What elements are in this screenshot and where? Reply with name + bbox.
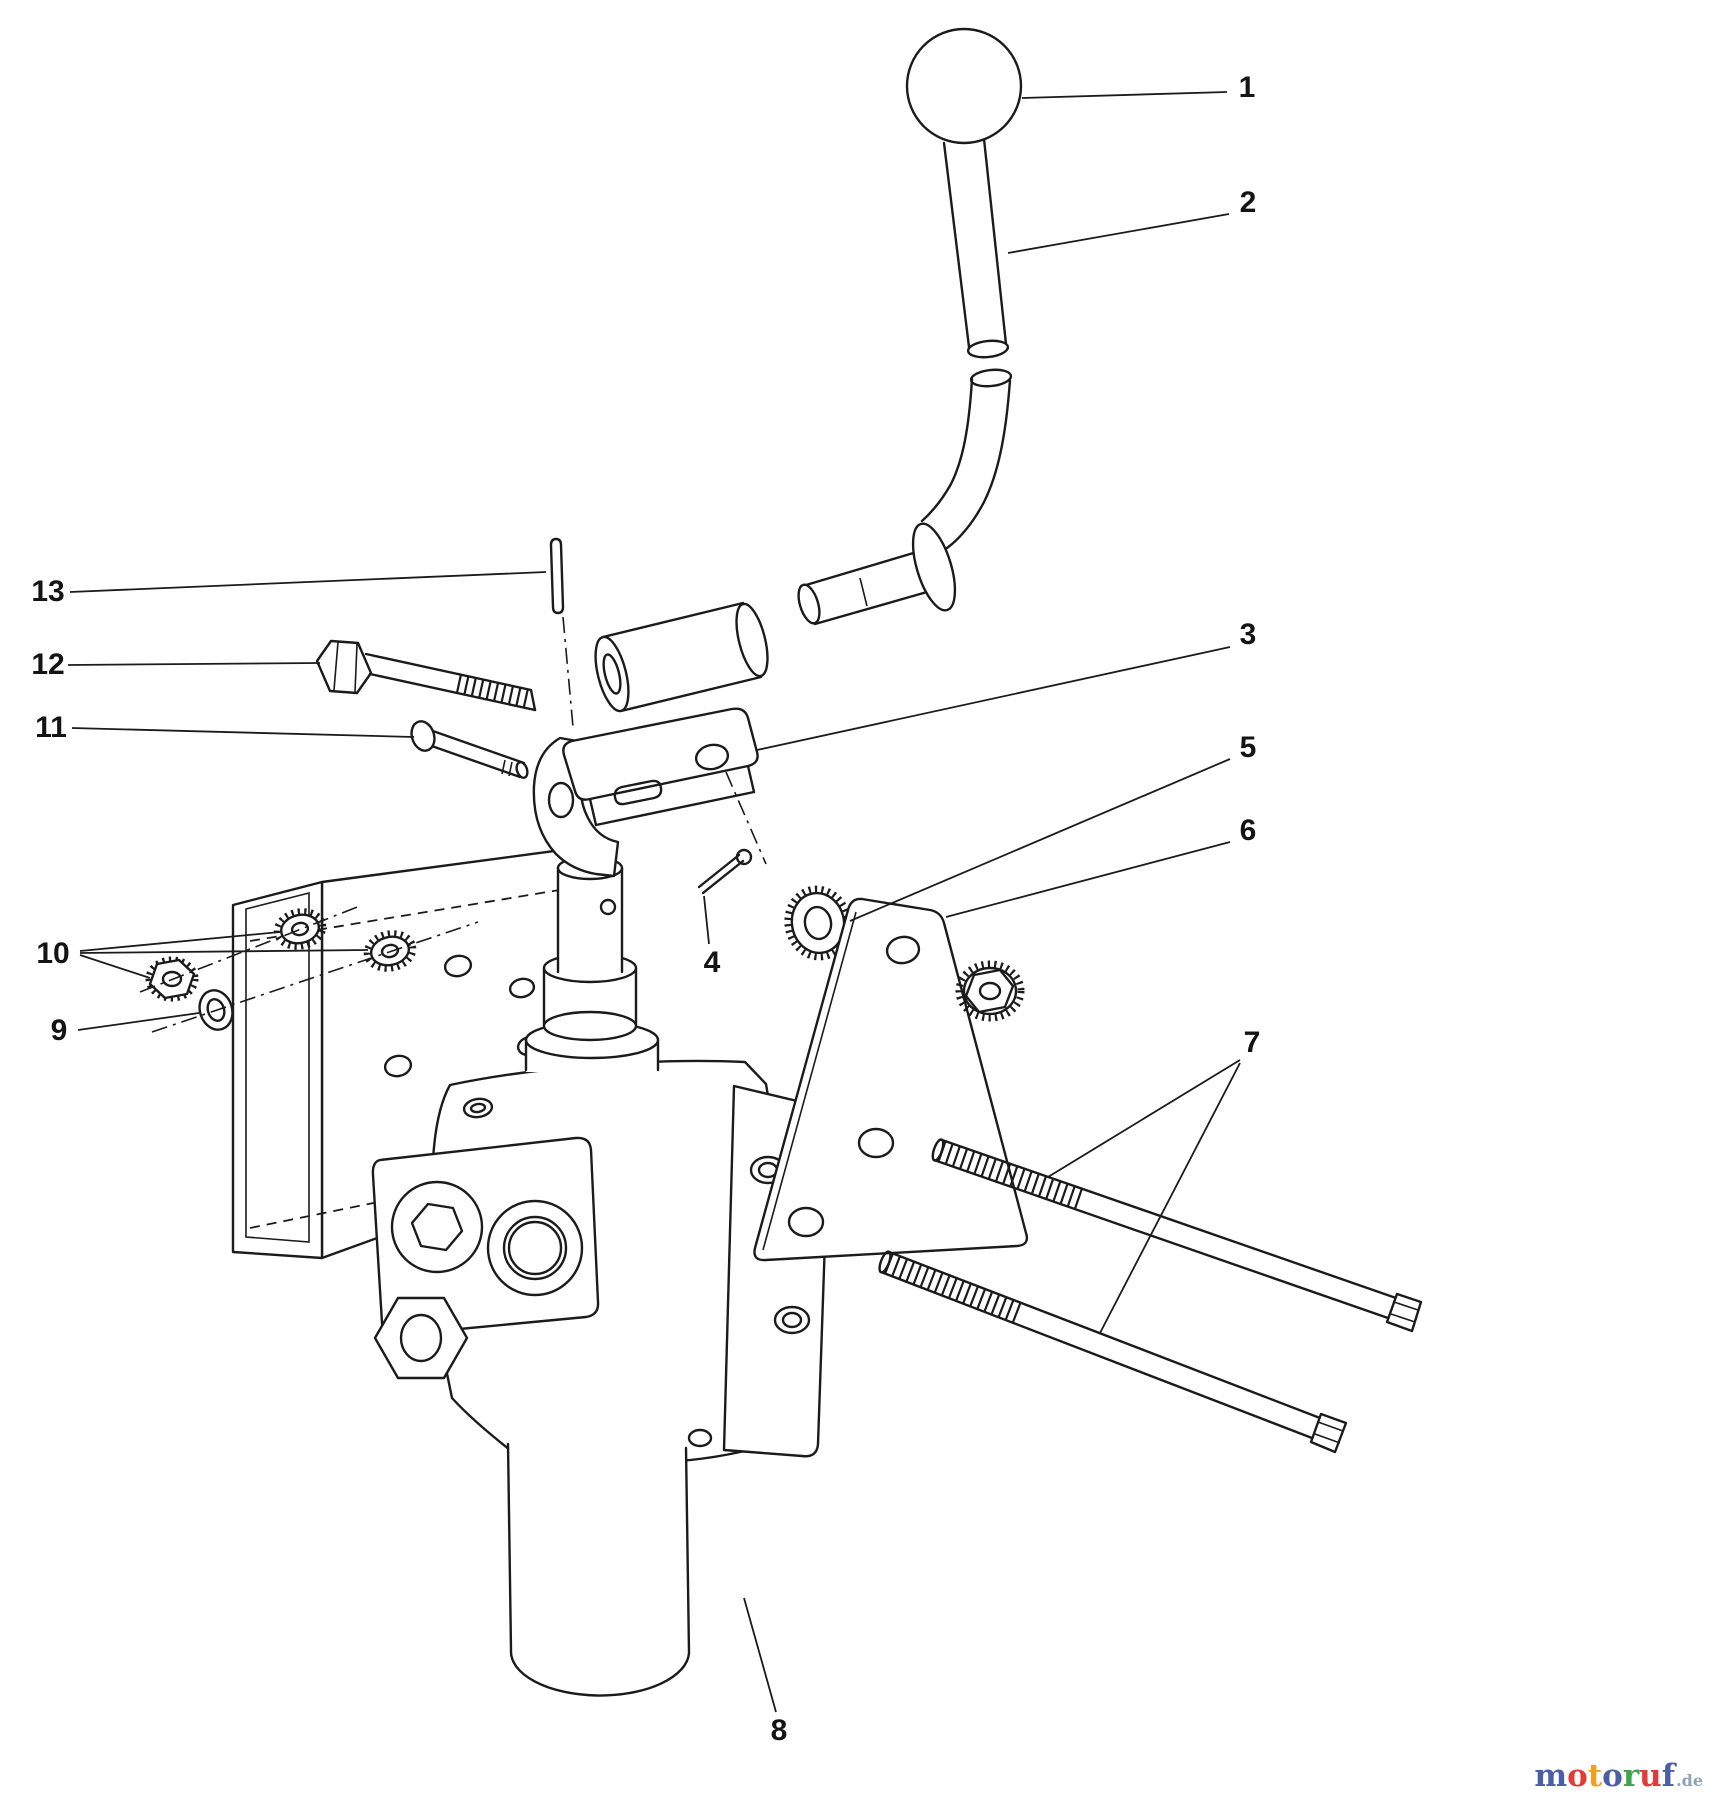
- valve-spool-stem: [524, 855, 660, 1072]
- callout-10: 10: [36, 931, 369, 979]
- callout-12-label: 12: [31, 648, 64, 681]
- shift-lever: [797, 27, 1023, 626]
- hex-bolt-long: [931, 1138, 1423, 1333]
- callout-2: 2: [1007, 186, 1257, 254]
- callout-7: 7: [1047, 1026, 1261, 1334]
- watermark-letter: u: [1639, 1758, 1662, 1794]
- clevis-bolt: [410, 720, 529, 779]
- lever-knob-ball: [905, 27, 1023, 145]
- callout-1: 1: [1021, 71, 1256, 104]
- lever-collar: [911, 522, 957, 612]
- callout-12: 12: [31, 648, 321, 681]
- watermark-tld: .de: [1676, 1771, 1703, 1790]
- callout-8: 8: [743, 1597, 788, 1747]
- watermark-letter: o: [1602, 1758, 1623, 1794]
- callout-2-label: 2: [1240, 186, 1257, 219]
- callout-13-label: 13: [31, 575, 64, 608]
- callout-1-label: 1: [1239, 71, 1256, 104]
- callout-4: 4: [703, 895, 721, 979]
- watermark-letter: r: [1622, 1758, 1640, 1794]
- hex-bolt: [315, 639, 537, 712]
- callout-10-label: 10: [36, 937, 69, 970]
- watermark-letter: t: [1587, 1758, 1603, 1794]
- callout-5-label: 5: [1240, 731, 1257, 764]
- callouts: 1 2 3 4 5 6 7 8: [31, 71, 1260, 1747]
- callout-3: 3: [756, 618, 1257, 751]
- cotter-pin: [697, 848, 753, 895]
- watermark-letter: f: [1661, 1758, 1676, 1794]
- callout-6: 6: [945, 814, 1257, 918]
- callout-5: 5: [849, 731, 1257, 922]
- callout-3-label: 3: [1240, 618, 1257, 651]
- pivot-link-assembly: [532, 601, 769, 878]
- callout-4-label: 4: [704, 946, 721, 979]
- hex-bolt-long: [878, 1250, 1348, 1454]
- watermark-logo[interactable]: motoruf.de: [1534, 1761, 1703, 1792]
- callout-13: 13: [31, 571, 547, 608]
- watermark-letter: o: [1567, 1758, 1588, 1794]
- watermark-letter: m: [1534, 1758, 1568, 1794]
- callout-7-label: 7: [1244, 1026, 1261, 1059]
- lock-nut: [955, 960, 1025, 1022]
- callout-9-label: 9: [51, 1014, 68, 1047]
- callout-11-label: 11: [35, 711, 67, 744]
- callout-9: 9: [51, 1012, 200, 1047]
- mounting-plate: [753, 897, 1029, 1262]
- callout-8-label: 8: [771, 1714, 788, 1747]
- valve-body: [371, 1059, 831, 1697]
- callout-6-label: 6: [1240, 814, 1257, 847]
- frame-bracket: [231, 841, 616, 1260]
- flange-nut-on-frame: [273, 908, 327, 950]
- pivot-tube: [594, 601, 769, 713]
- roll-pin: [549, 537, 574, 728]
- callout-11: 11: [35, 711, 415, 744]
